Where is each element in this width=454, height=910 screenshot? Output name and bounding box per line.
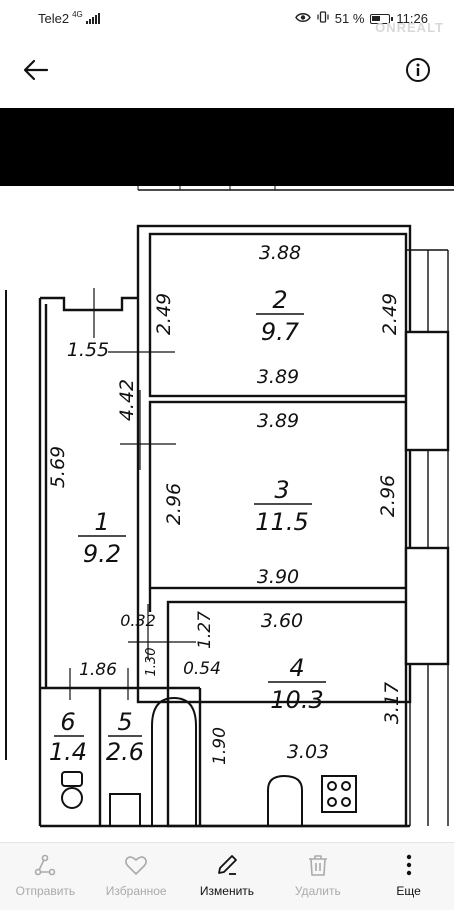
clock: 11:26 bbox=[396, 11, 428, 26]
signal-icon bbox=[85, 13, 100, 24]
pencil-icon bbox=[214, 852, 240, 878]
dimension-label: 3.03 bbox=[287, 741, 329, 763]
room-1-area: 9.2 bbox=[83, 540, 121, 568]
dimension-label: 4.42 bbox=[116, 379, 138, 421]
floor-plan-image: 1 9.2 2 9.7 3 11.5 4 10.3 5 2.6 6 1.4 3.… bbox=[0, 108, 454, 828]
dimension-label: 1.90 bbox=[210, 727, 230, 765]
trash-icon bbox=[305, 852, 331, 878]
delete-button[interactable]: Удалить bbox=[272, 843, 363, 910]
app-bar bbox=[0, 38, 454, 100]
dimension-label: 5.69 bbox=[47, 446, 69, 488]
room-1-number: 1 bbox=[94, 508, 109, 536]
dimension-label: 2.96 bbox=[163, 483, 185, 525]
watermark: ONREALT bbox=[375, 20, 444, 35]
share-label: Отправить bbox=[15, 884, 76, 898]
dimension-label: 3.88 bbox=[259, 242, 301, 264]
status-bar: Tele2 4G 51 % 11:26 ONREALT bbox=[0, 0, 454, 38]
dimension-label: 0.32 bbox=[120, 611, 156, 630]
dimension-label: 1.30 bbox=[144, 648, 159, 677]
room-2-number: 2 bbox=[272, 286, 287, 314]
dimension-label: 2.96 bbox=[377, 475, 399, 517]
dimension-label: 1.86 bbox=[79, 660, 117, 680]
dimension-label: 3.60 bbox=[261, 610, 303, 632]
eye-icon bbox=[294, 11, 311, 26]
share-icon bbox=[32, 852, 58, 878]
heart-icon bbox=[123, 852, 149, 878]
room-4-number: 4 bbox=[289, 654, 304, 682]
room-3-area: 11.5 bbox=[255, 508, 308, 536]
dimension-label: 1.27 bbox=[195, 611, 215, 649]
carrier-name: Tele2 bbox=[38, 11, 70, 26]
favorite-label: Избранное bbox=[105, 884, 167, 898]
room-5-number: 5 bbox=[117, 708, 132, 736]
room-4-area: 10.3 bbox=[270, 686, 323, 714]
more-button[interactable]: Еще bbox=[363, 843, 454, 910]
share-button[interactable]: Отправить bbox=[0, 843, 91, 910]
dimension-label: 3.89 bbox=[257, 410, 299, 432]
dimension-label: 3.17 bbox=[381, 682, 403, 724]
room-5-area: 2.6 bbox=[106, 738, 144, 766]
more-vertical-icon bbox=[396, 852, 422, 878]
vibrate-icon bbox=[317, 11, 329, 26]
dimension-label: 0.54 bbox=[183, 659, 221, 679]
more-label: Еще bbox=[396, 884, 421, 898]
battery-percent: 51 % bbox=[334, 11, 365, 26]
info-icon bbox=[406, 58, 430, 82]
battery-icon bbox=[370, 13, 394, 24]
network-type: 4G bbox=[72, 10, 83, 19]
bottom-action-bar: Отправить Избранное Изменить Удалить Еще bbox=[0, 842, 454, 910]
back-button[interactable] bbox=[16, 50, 56, 90]
edit-label: Изменить bbox=[199, 884, 255, 898]
room-3-number: 3 bbox=[274, 476, 289, 504]
dimension-label: 3.89 bbox=[257, 366, 299, 388]
room-2-area: 9.7 bbox=[261, 318, 300, 346]
dimension-label: 2.49 bbox=[153, 293, 175, 335]
info-button[interactable] bbox=[398, 50, 438, 90]
dimension-label: 3.90 bbox=[257, 566, 299, 588]
dimension-label: 2.49 bbox=[379, 293, 401, 335]
room-6-area: 1.4 bbox=[49, 738, 87, 766]
dimension-label: 1.55 bbox=[67, 339, 109, 361]
room-6-number: 6 bbox=[60, 708, 75, 736]
image-viewer[interactable]: 1 9.2 2 9.7 3 11.5 4 10.3 5 2.6 6 1.4 3.… bbox=[0, 100, 454, 842]
delete-label: Удалить bbox=[294, 884, 341, 898]
favorite-button[interactable]: Избранное bbox=[91, 843, 182, 910]
arrow-left-icon bbox=[23, 59, 49, 81]
edit-button[interactable]: Изменить bbox=[182, 843, 273, 910]
